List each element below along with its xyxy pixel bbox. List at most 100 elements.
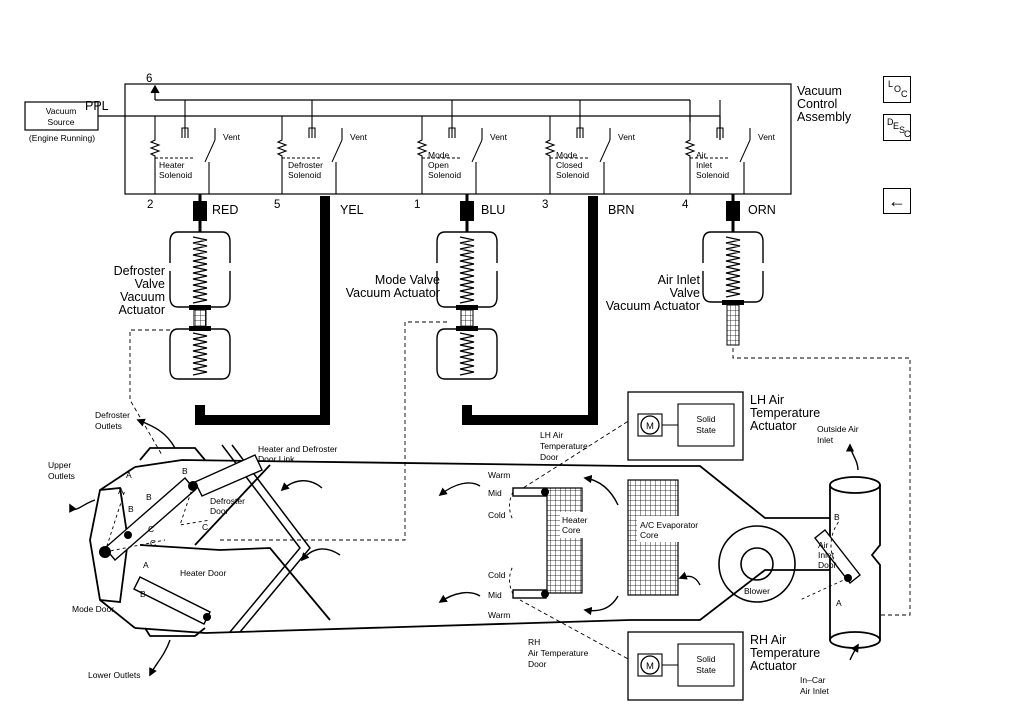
description-button[interactable]: D E S C [883, 114, 911, 141]
air-inlet-actuator-label-2: Valve [670, 286, 700, 300]
rh-cold-label: Cold [488, 570, 506, 580]
door-link-label-1: Heater and Defroster [258, 444, 338, 454]
air-inlet-actuator-label-3: Vacuum Actuator [606, 299, 700, 313]
solenoid-name-2-0: Defroster [288, 160, 323, 170]
lh-motor-letter: M [646, 421, 654, 432]
vca-label-1: Vacuum [797, 84, 842, 98]
defroster-actuator-label-2: Valve [135, 277, 165, 291]
evap-core-label-1: A/C Evaporator [640, 520, 698, 530]
defroster-actuator-upper [169, 231, 231, 308]
desc-letter-d: D [887, 117, 894, 127]
mode-actuator-lower [436, 328, 498, 380]
defroster-actuator-label-4: Actuator [118, 303, 165, 317]
circuit-num-3: 1 [414, 199, 420, 211]
circuit-num-5: 4 [682, 199, 689, 211]
solenoid-coil-1 [149, 125, 161, 175]
door-link-label-2: Door Link [258, 454, 295, 464]
solenoid-name-1-0: Heater [159, 160, 185, 170]
defroster-door-label-2: Door [210, 506, 229, 516]
vacuum-source-label-2: Source [48, 117, 75, 127]
loc-letter-o: O [894, 84, 902, 94]
location-button[interactable]: L O C [883, 76, 911, 103]
defroster-outlets-label-1: Defroster [95, 410, 130, 420]
solenoid-switch-5 [739, 139, 751, 163]
vca-label-2: Control [797, 97, 837, 111]
defroster-actuator-label-3: Vacuum [120, 290, 165, 304]
hose-color-1: RED [212, 203, 238, 217]
lh-mid-label: Mid [488, 488, 502, 498]
back-arrow-button[interactable]: ← [883, 188, 911, 214]
heater-core-label-2: Core [562, 525, 581, 535]
mode-actuator-label-2: Vacuum Actuator [346, 286, 440, 300]
engine-running-label: (Engine Running) [29, 133, 95, 143]
letter-a-3: A [143, 560, 149, 570]
circuit-6-label: 6 [146, 73, 152, 85]
rh-motor-letter: M [646, 661, 654, 672]
incar-air-label-1: In–Car [800, 675, 826, 685]
solenoid-name-4-1: Closed [556, 160, 583, 170]
air-inlet-actuator-lug-r [759, 263, 767, 271]
air-inlet-actuator-rod [726, 304, 740, 346]
mode-door-label: Mode Door [72, 604, 114, 614]
vacuum-source-label-1: Vacuum [46, 106, 77, 116]
solenoid-name-3-2: Solenoid [428, 170, 461, 180]
air-inlet-actuator [699, 231, 767, 346]
defroster-actuator-lug-l [166, 263, 174, 271]
door-swing-arcs [104, 485, 849, 601]
vacuum-hoses [193, 194, 740, 425]
solenoid-name-3-0: Mode [428, 150, 450, 160]
defroster-actuator-lug-r [226, 263, 234, 271]
hose-color-3: BLU [481, 203, 505, 217]
vent-label-1: Vent [223, 132, 241, 142]
air-inlet-actuator-plate [722, 300, 744, 305]
hvac-module [89, 444, 881, 649]
air-inlet-actuator-label-1: Air Inlet [658, 273, 701, 287]
circuit-num-1: 2 [147, 199, 153, 211]
solenoid-switch-4 [599, 139, 611, 163]
heater-core-label-1: Heater [562, 515, 588, 525]
mode-actuator-lug-l [433, 263, 441, 271]
doors [104, 454, 861, 625]
solenoid-port-5 [716, 127, 724, 138]
vent-label-4: Vent [618, 132, 636, 142]
solenoid-name-5-0: Air [696, 150, 707, 160]
hose-color-4: BRN [608, 203, 634, 217]
lh-label-3: Actuator [750, 419, 797, 433]
letter-b-2: B [146, 492, 152, 502]
loc-letter-c: C [901, 89, 908, 99]
upper-outlets-label-2: Outlets [48, 471, 75, 481]
rh-mid-label: Mid [488, 590, 502, 600]
lh-door-label-1: LH Air [540, 430, 563, 440]
vent-label-2: Vent [350, 132, 368, 142]
heater-core [546, 487, 583, 594]
solenoid-coil-4 [544, 125, 556, 175]
hose-color-5: ORN [748, 203, 776, 217]
air-inlet-door-label-3: Door [818, 560, 837, 570]
lh-door-label-2: Temperature [540, 441, 588, 451]
letter-a-1: A [126, 470, 132, 480]
defroster-door-label-1: Defroster [210, 496, 245, 506]
solenoid-name-5-2: Solenoid [696, 170, 729, 180]
solenoid-coil-2 [276, 125, 288, 175]
air-inlet-actuator-spring [725, 236, 741, 298]
solenoid-switch-1 [204, 139, 216, 163]
solenoid-switch-3 [471, 139, 483, 163]
air-inlet-door-label-2: Inlet [818, 550, 835, 560]
letter-a-2: A [118, 486, 124, 496]
solenoid-name-3-1: Open [428, 160, 449, 170]
solenoid-name-5-1: Inlet [696, 160, 713, 170]
defroster-actuator [166, 231, 234, 380]
rh-door-label-2: Air Temperature [528, 648, 589, 658]
airflow-arrows [69, 418, 859, 677]
solenoid-port-2 [308, 127, 316, 138]
circuit-num-4: 3 [542, 199, 548, 211]
lh-label-2: Temperature [750, 406, 820, 420]
outside-air-label-2: Inlet [817, 435, 834, 445]
